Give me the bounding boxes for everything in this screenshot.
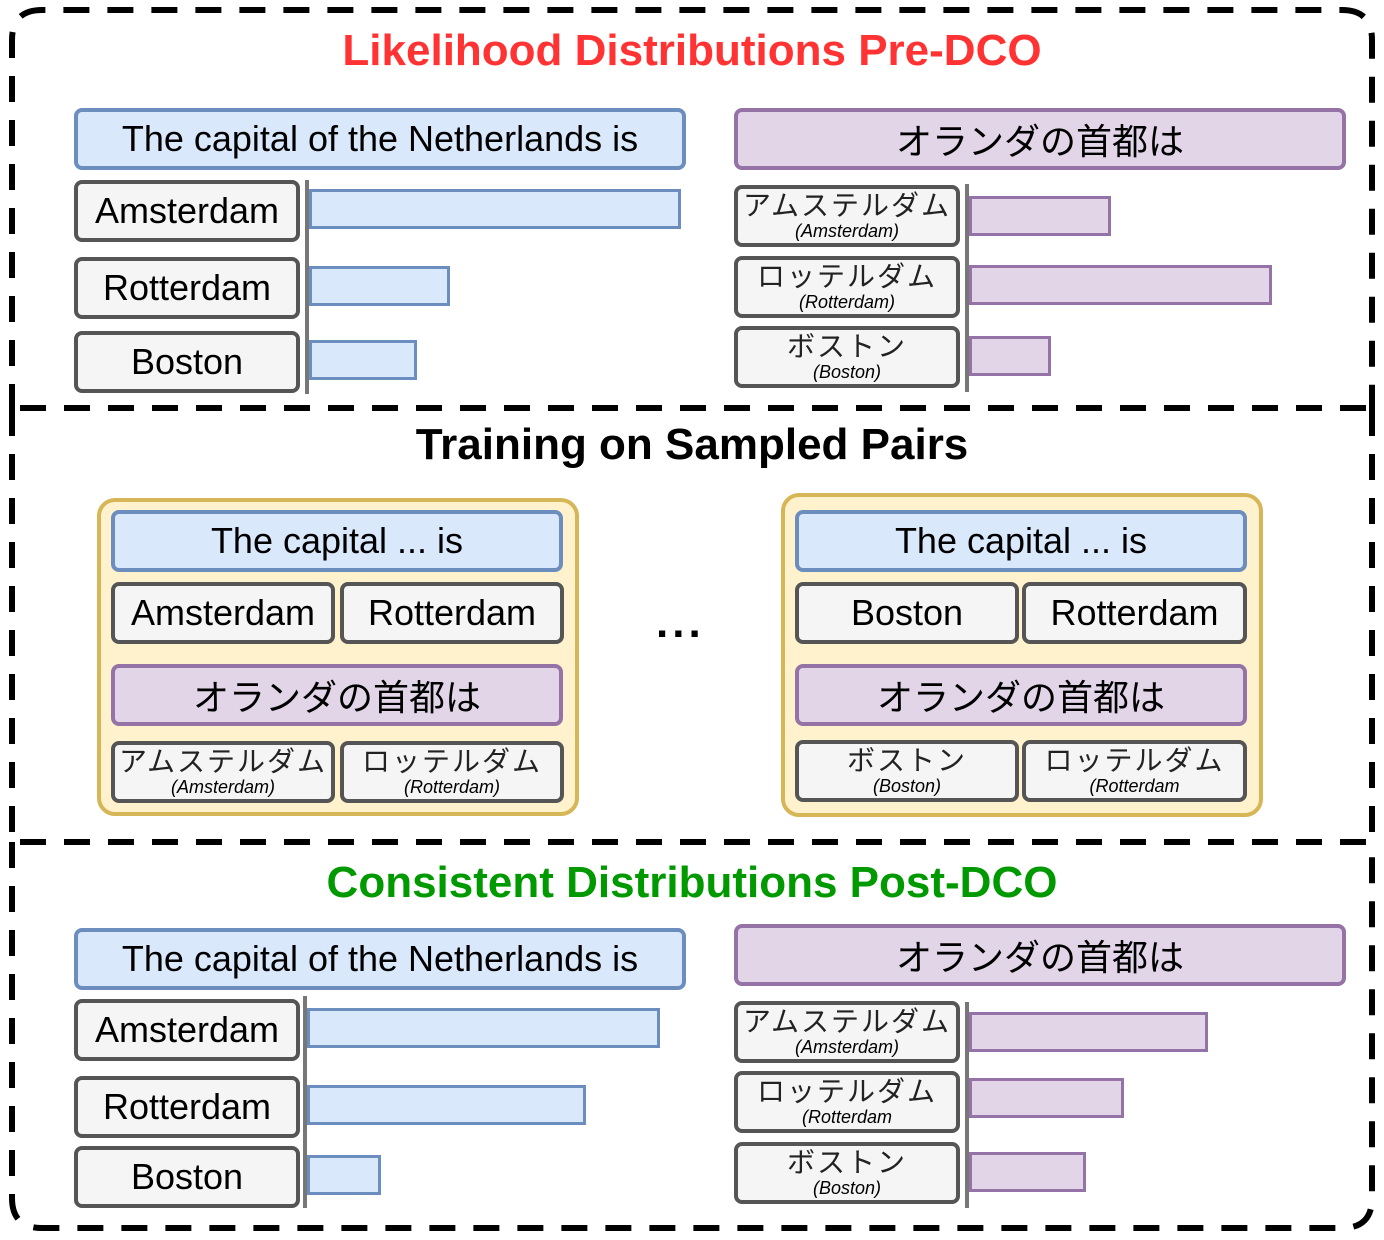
post-en-bar-rotterdam xyxy=(307,1085,586,1125)
post-en-bar-boston xyxy=(307,1155,381,1195)
post-dco-frame xyxy=(9,842,1375,1231)
pair1-ja-option-b-romaji: (Rotterdam) xyxy=(403,777,501,797)
pre-ja-option-rotterdam-romaji: (Rotterdam) xyxy=(798,292,896,312)
pre-dco-title: Likelihood Distributions Pre-DCO xyxy=(342,26,1042,75)
pair2-ja-option-b-romaji: (Rotterdam xyxy=(1089,776,1180,796)
post-en-option-rotterdam: Rotterdam xyxy=(74,1076,300,1138)
pre-ja-option-amsterdam-romaji: (Amsterdam) xyxy=(794,221,899,241)
pair2-en-prompt: The capital ... is xyxy=(795,510,1247,572)
pair2-ja-option-b-jp: ロッテルダム xyxy=(1044,744,1225,777)
pre-ja-option-amsterdam-jp: アムステルダム xyxy=(742,189,952,222)
pre-en-bar-boston xyxy=(309,340,417,380)
pre-ja-bar-amsterdam xyxy=(969,196,1111,236)
pair1-ja-option-b: ロッテルダム (Rotterdam) xyxy=(340,741,564,803)
pair2-ja-option-b: ロッテルダム (Rotterdam xyxy=(1022,740,1247,802)
pair2-en-option-a: Boston xyxy=(795,582,1019,644)
more-pairs-ellipsis: ... xyxy=(656,598,705,647)
pre-ja-option-boston: ボストン (Boston) xyxy=(734,326,960,388)
pair1-ja-option-a: アムステルダム (Amsterdam) xyxy=(111,741,335,803)
post-ja-option-rotterdam-jp: ロッテルダム xyxy=(756,1075,937,1108)
pre-en-axis xyxy=(305,180,309,394)
post-ja-option-boston-romaji: (Boston) xyxy=(812,1178,882,1198)
training-frame-sides xyxy=(9,410,1375,842)
pre-dco-frame xyxy=(9,7,1375,410)
post-ja-bar-boston xyxy=(969,1152,1086,1192)
post-en-axis xyxy=(303,996,307,1208)
post-ja-option-boston-jp: ボストン xyxy=(786,1146,907,1179)
post-en-option-amsterdam: Amsterdam xyxy=(74,999,300,1061)
post-ja-bar-rotterdam xyxy=(969,1078,1124,1118)
pre-ja-option-boston-romaji: (Boston) xyxy=(812,362,882,382)
pair1-ja-option-a-jp: アムステルダム xyxy=(118,745,328,778)
post-ja-prompt: オランダの首都は xyxy=(734,924,1346,986)
pre-ja-option-rotterdam-jp: ロッテルダム xyxy=(756,260,937,293)
post-ja-option-amsterdam-jp: アムステルダム xyxy=(742,1005,952,1038)
training-title: Training on Sampled Pairs xyxy=(415,420,969,469)
pre-ja-option-amsterdam: アムステルダム (Amsterdam) xyxy=(734,185,960,247)
post-en-option-boston: Boston xyxy=(74,1146,300,1208)
pre-en-option-rotterdam: Rotterdam xyxy=(74,257,300,319)
pre-en-option-amsterdam: Amsterdam xyxy=(74,180,300,242)
pre-ja-axis xyxy=(965,184,969,392)
pair1-en-option-a: Amsterdam xyxy=(111,582,335,644)
post-ja-option-rotterdam: ロッテルダム (Rotterdam xyxy=(734,1071,960,1133)
pair1-ja-option-a-romaji: (Amsterdam) xyxy=(170,777,275,797)
pre-ja-option-boston-jp: ボストン xyxy=(786,330,907,363)
pre-en-bar-rotterdam xyxy=(309,266,450,306)
post-dco-title: Consistent Distributions Post-DCO xyxy=(326,858,1058,907)
pair2-ja-prompt: オランダの首都は xyxy=(795,664,1247,726)
pair2-ja-option-a-jp: ボストン xyxy=(846,744,967,777)
pair1-en-option-b: Rotterdam xyxy=(340,582,564,644)
pre-ja-option-rotterdam: ロッテルダム (Rotterdam) xyxy=(734,256,960,318)
pre-en-prompt: The capital of the Netherlands is xyxy=(74,108,686,170)
post-ja-option-rotterdam-romaji: (Rotterdam xyxy=(801,1107,893,1127)
pre-en-option-boston: Boston xyxy=(74,331,300,393)
post-ja-option-amsterdam-romaji: (Amsterdam) xyxy=(794,1037,899,1057)
pair2-ja-option-a: ボストン (Boston) xyxy=(795,740,1019,802)
pair1-ja-option-b-jp: ロッテルダム xyxy=(361,745,542,778)
pair2-en-option-b: Rotterdam xyxy=(1022,582,1247,644)
pre-ja-bar-rotterdam xyxy=(969,265,1272,305)
pre-en-bar-amsterdam xyxy=(309,189,681,229)
post-en-prompt: The capital of the Netherlands is xyxy=(74,928,686,990)
post-en-bar-amsterdam xyxy=(307,1008,660,1048)
pre-ja-bar-boston xyxy=(969,336,1051,376)
post-ja-option-boston: ボストン (Boston) xyxy=(734,1142,960,1204)
post-ja-axis xyxy=(965,1002,969,1208)
pair1-en-prompt: The capital ... is xyxy=(111,510,563,572)
post-ja-bar-amsterdam xyxy=(969,1012,1208,1052)
pre-ja-prompt: オランダの首都は xyxy=(734,108,1346,170)
pair1-ja-prompt: オランダの首都は xyxy=(111,664,563,726)
post-ja-option-amsterdam: アムステルダム (Amsterdam) xyxy=(734,1001,960,1063)
pair2-ja-option-a-romaji: (Boston) xyxy=(872,776,942,796)
